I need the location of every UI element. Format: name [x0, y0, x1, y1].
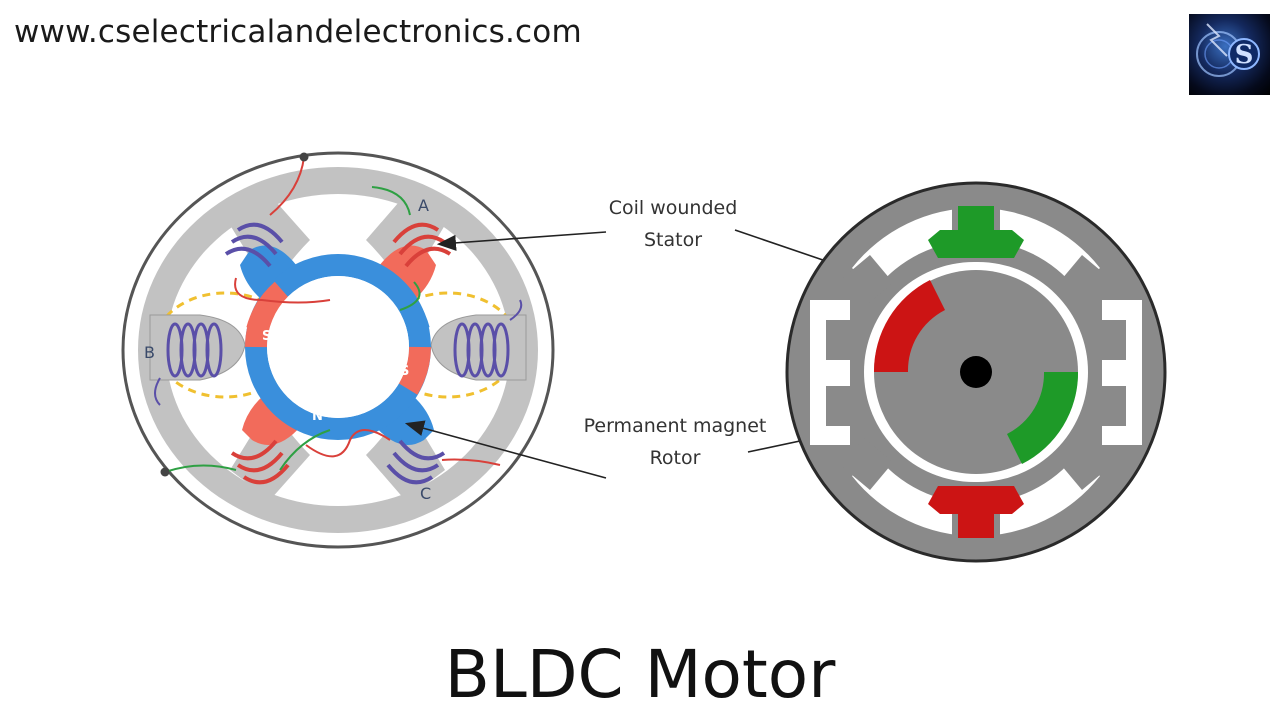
coil-a-tl: [224, 222, 284, 268]
callout-stator: Coil wounded Stator: [598, 192, 748, 256]
stator-diagram-right: [785, 181, 1167, 563]
phase-label-a: A: [418, 196, 429, 215]
rotor-magnet-red: [873, 280, 945, 372]
terminal-bottom-left: [160, 467, 170, 477]
pole-label-s-right: S: [400, 364, 409, 379]
callout-rotor-line1: Permanent magnet: [583, 415, 767, 437]
stator-pole-top-green: [928, 230, 1024, 258]
pole-a-tl-core: [230, 195, 310, 290]
pole-label-n-bottom: N: [312, 409, 323, 424]
stator-diagram-left: N S S N A B C: [121, 151, 555, 549]
coil-b-left: [166, 322, 223, 378]
coil-c-bl: [230, 439, 290, 485]
pole-a-tl-shoe: [240, 245, 300, 300]
pole-label-n-top: N: [355, 282, 366, 297]
rotor-left: N S S N: [245, 254, 431, 440]
coil-c-br: [386, 439, 446, 485]
callout-rotor: Permanent magnet Rotor: [574, 410, 776, 474]
rotor-magnet-green: [1007, 372, 1079, 464]
stator-pole-bottom-red: [928, 486, 1024, 514]
callout-stator-line1: Coil wounded: [608, 197, 738, 219]
site-logo[interactable]: S: [1189, 14, 1270, 95]
pole-c-bl-shoe: [242, 395, 302, 445]
arrow-rotor-left: [404, 420, 607, 479]
coil-b-right: [453, 322, 510, 378]
callout-stator-line2: Stator: [643, 229, 703, 251]
phase-label-b: B: [144, 343, 155, 362]
pole-a-tr-shoe: [376, 245, 436, 300]
pole-c-br-core: [366, 405, 445, 500]
pole-a-tr-core: [366, 195, 445, 290]
rotor-segment-s-right: [398, 346, 431, 395]
pole-label-s-left: S: [262, 329, 271, 344]
rotor-segment-s-left: [245, 299, 278, 348]
rotor-shaft: [960, 356, 992, 388]
logo-letter: S: [1235, 40, 1254, 70]
stator-wires: [154, 156, 523, 473]
callout-rotor-line2: Rotor: [649, 447, 701, 469]
page-title: BLDC Motor: [444, 636, 836, 713]
logo-graphic: S: [1196, 23, 1260, 77]
terminal-top: [299, 152, 309, 162]
pole-c-bl-core: [230, 405, 310, 500]
phase-label-c: C: [420, 484, 431, 503]
arrow-stator-left: [436, 231, 607, 251]
site-url[interactable]: www.cselectricalandelectronics.com: [14, 14, 582, 50]
